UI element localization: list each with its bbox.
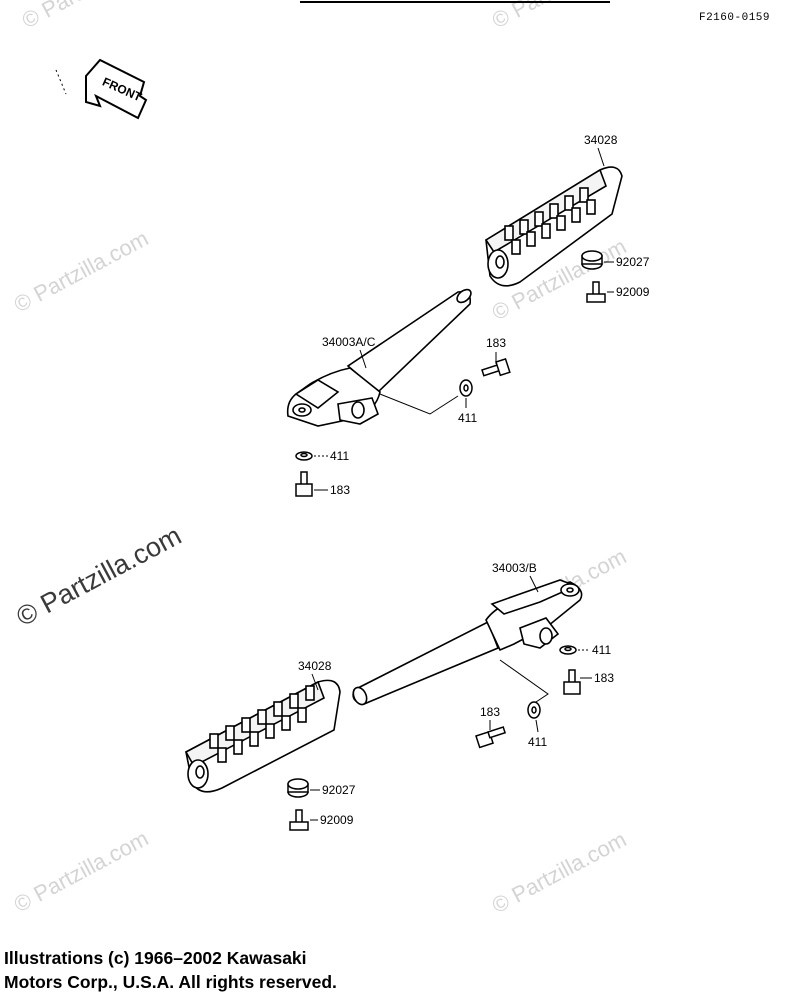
label-lower-nut: 92027 <box>322 783 356 797</box>
lower-bolt-left <box>475 726 507 749</box>
upper-footpeg <box>484 166 623 287</box>
label-lower-screw: 92009 <box>320 813 354 827</box>
upper-bracket <box>286 288 472 427</box>
label-upper-footpeg: 34028 <box>584 133 618 147</box>
label-upper-screw: 92009 <box>616 285 650 299</box>
upper-washer-left <box>295 451 313 461</box>
copyright-notice: Illustrations (c) 1966–2002 Kawasaki Mot… <box>4 948 337 992</box>
label-upper-nut: 92027 <box>616 255 650 269</box>
lower-footpeg <box>184 679 341 793</box>
lower-bolt-right <box>563 669 581 695</box>
upper-washer-right <box>459 379 473 397</box>
upper-bolt-left <box>295 471 313 497</box>
label-lower-footpeg: 34028 <box>298 659 332 673</box>
label-upper-bolt-right: 183 <box>486 336 506 350</box>
label-upper-washer-right: 411 <box>458 411 477 425</box>
label-lower-bolt-right: 183 <box>594 671 614 685</box>
label-lower-washer-right: 411 <box>592 643 611 657</box>
upper-bolt-right <box>481 357 511 377</box>
label-lower-washer-left: 411 <box>528 735 547 749</box>
label-lower-bolt-left: 183 <box>480 705 500 719</box>
label-lower-bracket: 34003/B <box>492 561 537 575</box>
upper-nut <box>581 250 603 270</box>
label-upper-bolt-left: 183 <box>330 483 350 497</box>
diagram-code: F2160-0159 <box>698 12 770 24</box>
lower-screw <box>289 809 309 831</box>
label-upper-washer-left: 411 <box>330 449 349 463</box>
lower-washer-left <box>527 701 541 719</box>
upper-screw <box>586 281 606 303</box>
front-arrow-icon: FRONT <box>55 58 148 120</box>
lower-bracket <box>352 579 583 706</box>
label-upper-bracket: 34003A/C <box>322 335 376 349</box>
lower-nut <box>287 778 309 798</box>
lower-washer-right <box>559 645 577 655</box>
